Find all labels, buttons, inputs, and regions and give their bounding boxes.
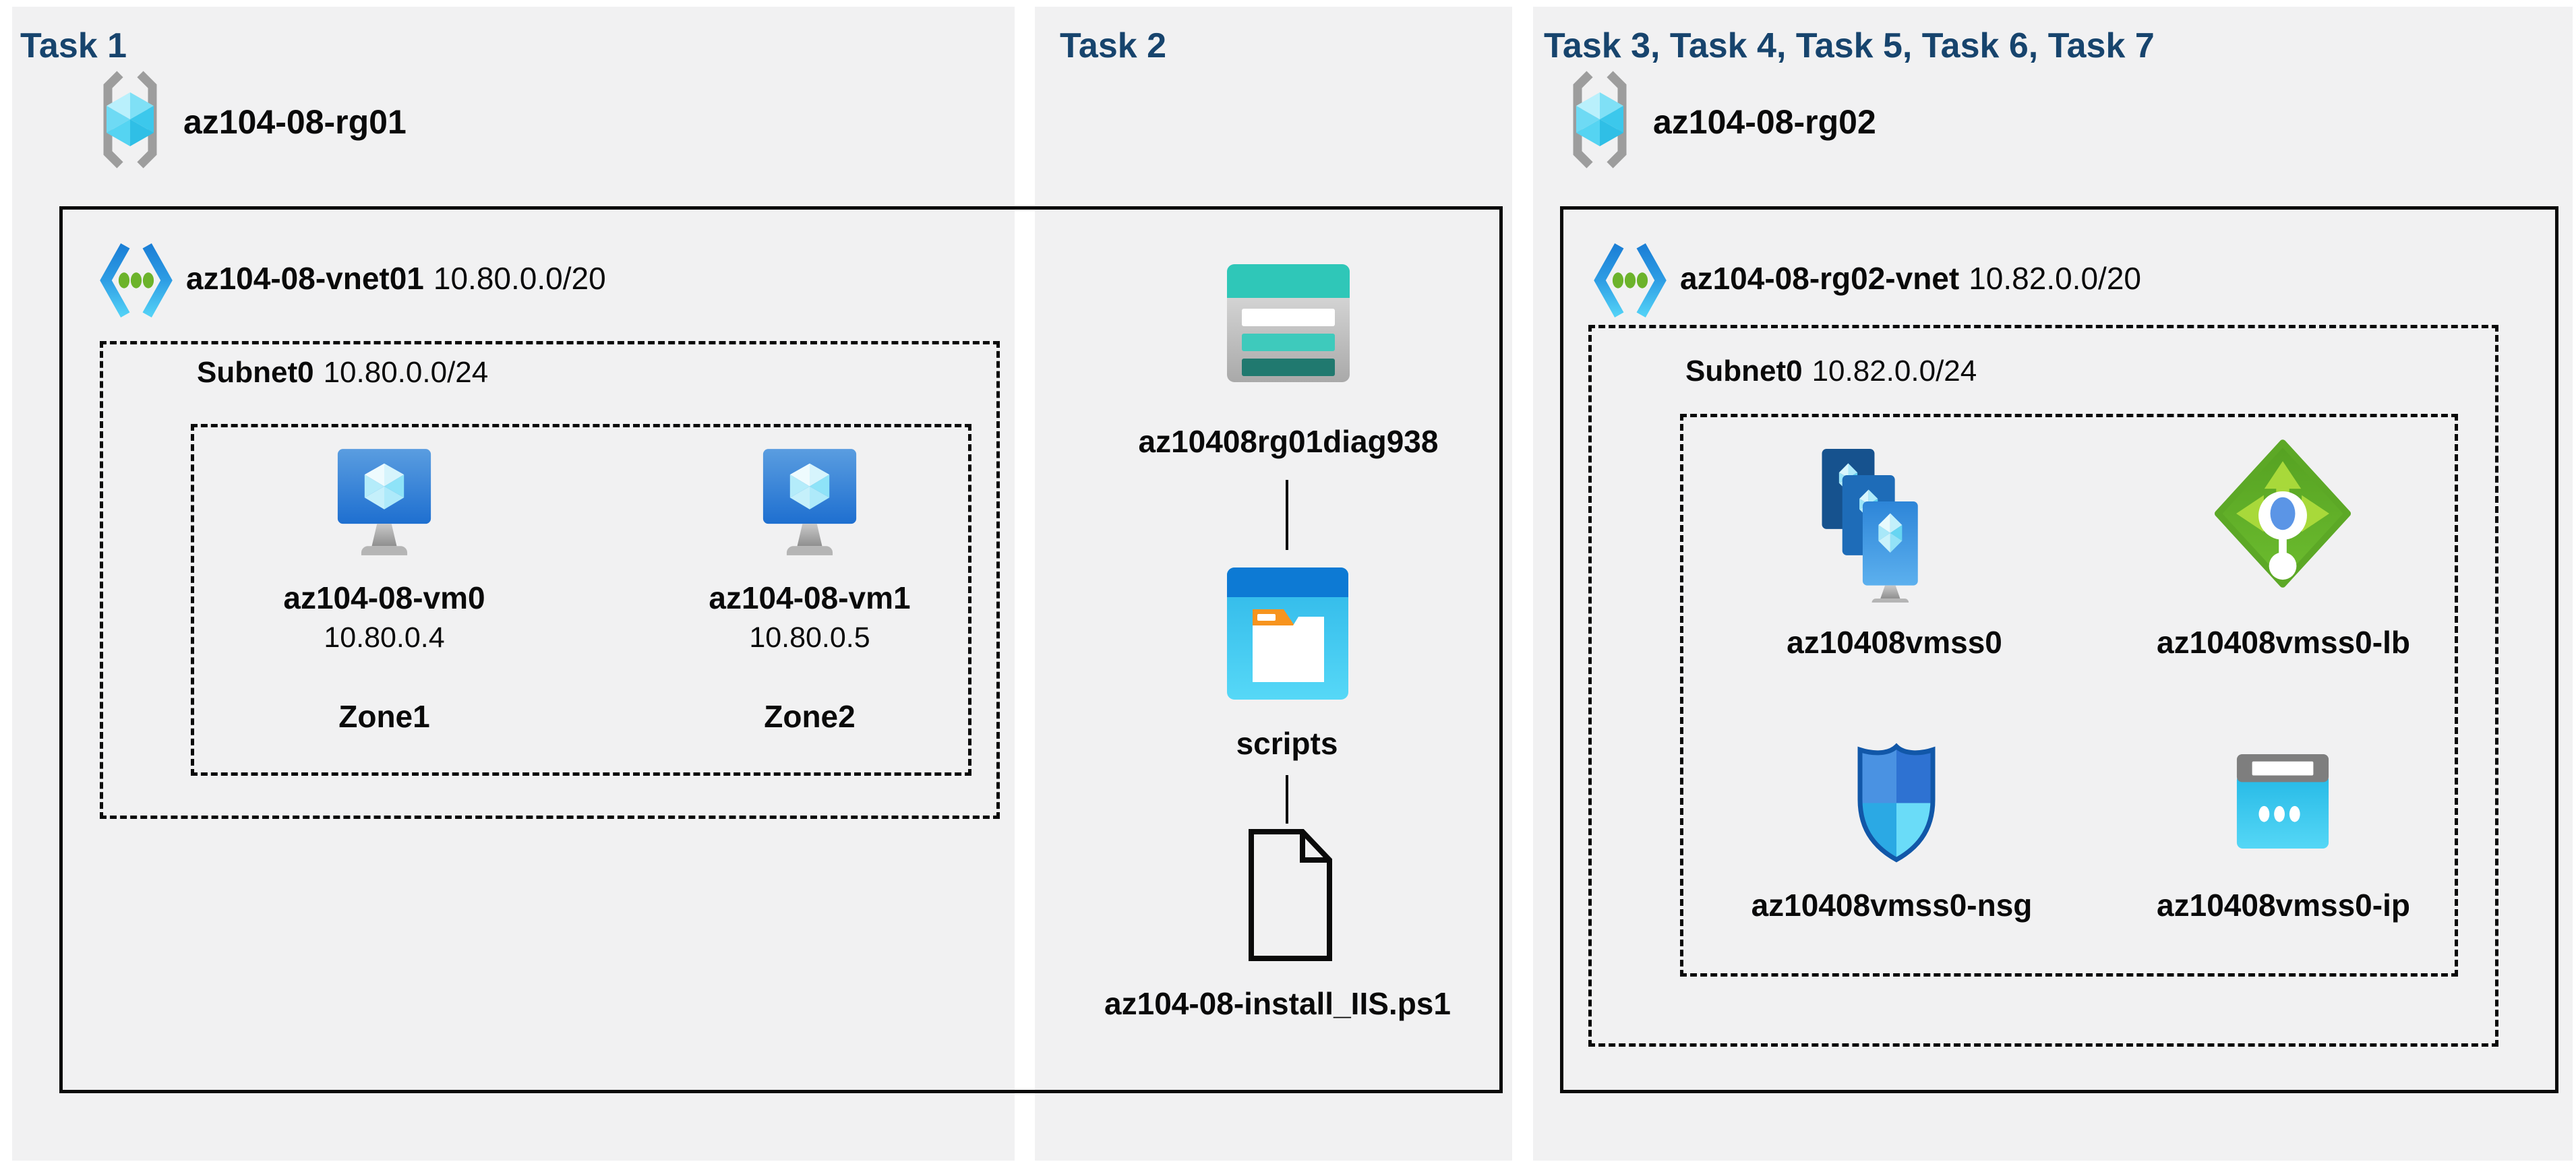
resource-group-icon (93, 67, 167, 172)
vmss-resources-box (1680, 414, 2458, 977)
cube-glyph (1576, 92, 1623, 146)
availability-zone-box (191, 424, 971, 776)
vm1-name: az104-08-vm1 (709, 580, 911, 615)
connector-scripts-to-file (1286, 775, 1288, 824)
task3-panel (1533, 7, 2573, 1161)
storage-account-name: az10408rg01diag938 (1138, 424, 1439, 459)
blob-container-icon (1227, 567, 1348, 700)
rg02-name: az104-08-rg02 (1653, 103, 1876, 141)
lb-name: az10408vmss0-lb (2157, 625, 2410, 660)
vnet01-cidr: 10.80.0.0/20 (433, 261, 606, 296)
vnet02-label: az104-08-rg02-vnet 10.82.0.0/20 (1680, 260, 2141, 297)
public-ip-name: az10408vmss0-ip (2157, 888, 2410, 923)
vm0-ip: 10.80.0.4 (324, 621, 445, 654)
task2-heading: Task 2 (1060, 26, 1167, 65)
subnet0-box-rg02 (1588, 325, 2498, 1047)
vm0-zone: Zone1 (338, 699, 430, 734)
vnet01-name: az104-08-vnet01 (186, 261, 424, 296)
nsg-name: az10408vmss0-nsg (1751, 888, 2033, 923)
subnet0-rg01-name: Subnet0 (197, 356, 314, 389)
load-balancer-icon (2214, 438, 2352, 589)
connector-storage-to-scripts (1286, 480, 1288, 550)
cube-glyph (107, 92, 154, 146)
vm1-ip: 10.80.0.5 (749, 621, 870, 654)
storage-account-icon (1227, 264, 1350, 382)
subnet0-rg02-cidr: 10.82.0.0/24 (1811, 355, 1977, 388)
cube-glyph (364, 463, 405, 510)
cube-glyph-front (1878, 513, 1903, 553)
cube-glyph (789, 463, 830, 510)
task1-panel (12, 7, 1015, 1161)
subnet0-rg01-label: Subnet0 10.80.0.0/24 (197, 356, 488, 390)
vm0-name: az104-08-vm0 (283, 580, 485, 615)
subnet0-rg02-name: Subnet0 (1685, 355, 1803, 388)
vmss-name: az10408vmss0 (1787, 625, 2002, 660)
vm-scale-set-icon (1820, 449, 1952, 603)
vm-icon (760, 448, 859, 558)
resource-group-icon (1563, 67, 1637, 172)
task1-heading: Task 1 (20, 26, 127, 65)
folder-glyph (1253, 609, 1324, 682)
virtual-network-icon (100, 233, 173, 328)
container-name: scripts (1236, 726, 1338, 761)
subnet0-rg01-cidr: 10.80.0.0/24 (323, 356, 489, 389)
public-ip-icon (2233, 754, 2333, 849)
rg01-resource-box (59, 206, 1503, 1093)
vnet02-name: az104-08-rg02-vnet (1680, 261, 1960, 296)
file-icon (1247, 828, 1334, 962)
vnet01-label: az104-08-vnet01 10.80.0.0/20 (186, 260, 606, 297)
script-file-name: az104-08-install_IIS.ps1 (1104, 986, 1451, 1021)
network-security-group-icon (1853, 740, 1940, 865)
vm-icon (335, 448, 433, 558)
vm1-zone: Zone2 (764, 699, 856, 734)
rg02-resource-box (1560, 206, 2558, 1093)
subnet0-box-rg01 (100, 341, 1000, 819)
rg01-name: az104-08-rg01 (183, 103, 407, 141)
vnet02-cidr: 10.82.0.0/20 (1969, 261, 2141, 296)
virtual-network-icon (1594, 233, 1667, 328)
task3-7-heading: Task 3, Task 4, Task 5, Task 6, Task 7 (1544, 26, 2155, 65)
